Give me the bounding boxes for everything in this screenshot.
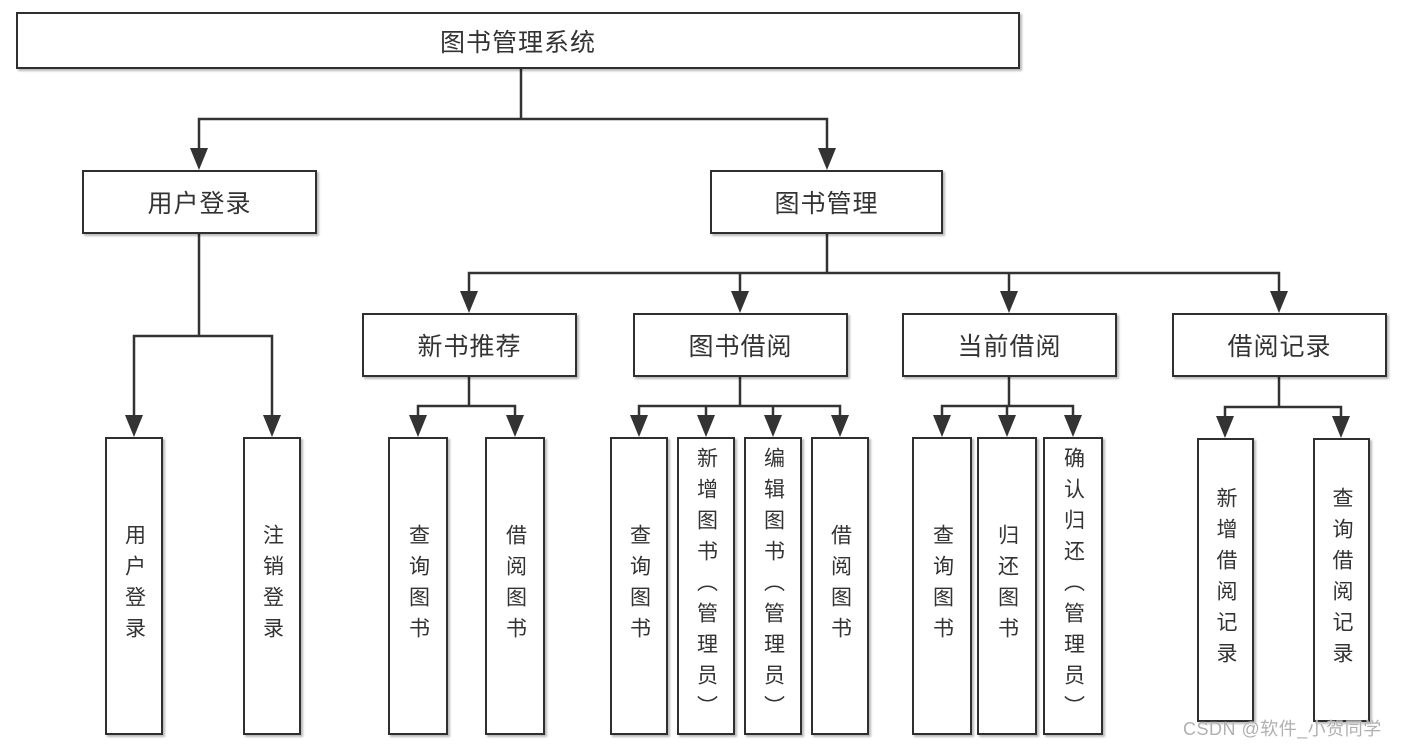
node-label: 借阅图书 [828,524,852,648]
node-label: 确认归还（管理员） [1061,446,1085,726]
leaf-query-borrow-record: 查询借阅记录 [1313,438,1370,722]
leaf-query-books-3: 查询图书 [912,437,972,735]
csdn-watermark: CSDN @软件_小贺同学 [1183,719,1382,739]
node-book-management: 图书管理 [710,170,943,234]
node-label: 借阅记录 [1227,333,1332,361]
leaf-return-book: 归还图书 [977,437,1037,735]
node-label: 查询图书 [406,524,430,648]
node-label: 当前借阅 [957,333,1062,361]
node-new-book-recommend: 新书推荐 [362,313,577,377]
node-user-login: 用户登录 [82,170,317,234]
node-label: 编辑图书（管理员） [761,446,785,726]
leaf-user-login: 用户登录 [105,437,163,735]
node-label: 借阅图书 [503,524,527,648]
leaf-query-books-2: 查询图书 [610,437,668,735]
leaf-logout: 注销登录 [243,437,301,735]
node-label: 图书借阅 [688,333,793,361]
node-label: 新书推荐 [417,333,522,361]
node-label: 注销登录 [260,524,284,648]
node-label: 新增借阅记录 [1214,487,1237,673]
leaf-query-books-1: 查询图书 [388,437,448,735]
leaf-add-book-admin: 新增图书（管理员） [677,437,735,735]
leaf-borrow-books-1: 借阅图书 [485,437,545,735]
node-borrow-records: 借阅记录 [1172,313,1387,377]
leaf-add-borrow-record: 新增借阅记录 [1197,438,1254,722]
node-label: 新增图书（管理员） [694,446,718,726]
leaf-confirm-return-admin: 确认归还（管理员） [1043,437,1103,735]
arrowheads [125,148,1350,438]
node-label: 图书管理 [774,190,879,218]
node-label: 查询借阅记录 [1330,487,1353,673]
node-label: 图书管理系统 [439,28,596,57]
node-label: 查询图书 [627,524,651,648]
node-current-borrow: 当前借阅 [902,313,1117,377]
node-root-system: 图书管理系统 [16,12,1020,69]
node-label: 用户登录 [147,190,252,218]
tree-edges [132,67,1343,422]
node-label: 归还图书 [995,524,1019,648]
node-label: 查询图书 [930,524,954,648]
node-label: 用户登录 [122,524,146,648]
leaf-edit-book-admin: 编辑图书（管理员） [744,437,802,735]
node-book-borrow: 图书借阅 [633,313,848,377]
leaf-borrow-books-2: 借阅图书 [811,437,869,735]
